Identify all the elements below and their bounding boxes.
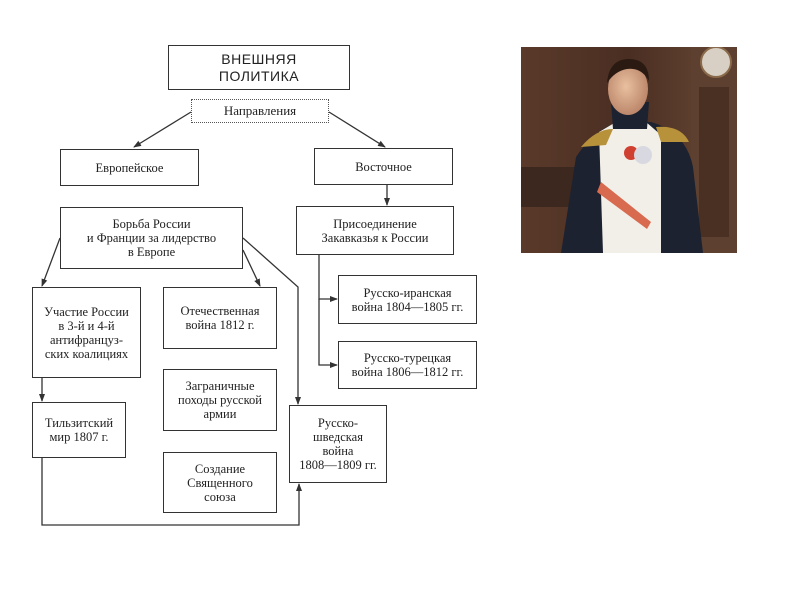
arrow-to-coalitions — [41, 237, 61, 287]
arrow-to-turkish-war — [318, 299, 338, 368]
swedish-war-box: Русско- шведская война 1808—1809 гг. — [289, 405, 387, 483]
transcaucasia-annexation-box: Присоединение Закавказья к России — [296, 206, 454, 255]
arrow-to-iranian-war — [318, 255, 338, 302]
directions-label: Направления — [191, 99, 329, 123]
napoleon-portrait — [521, 47, 737, 253]
arrow-to-swedish-war — [242, 237, 301, 405]
coalitions-box: Участие России в 3-й и 4-й антифранцуз- … — [32, 287, 141, 378]
clock-icon — [700, 47, 732, 78]
patriotic-war-box: Отечественная война 1812 г. — [163, 287, 277, 349]
arrow-to-patriotic-war — [242, 249, 261, 287]
european-direction-box: Европейское — [60, 149, 199, 186]
struggle-russia-france-box: Борьба России и Франции за лидерство в Е… — [60, 207, 243, 269]
arrow-to-european — [133, 111, 192, 148]
foreign-policy-title: ВНЕШНЯЯ ПОЛИТИКА — [168, 45, 350, 90]
eastern-direction-box: Восточное — [314, 148, 453, 185]
holy-alliance-box: Создание Священного союза — [163, 452, 277, 513]
foreign-campaigns-box: Заграничные походы русской армии — [163, 369, 277, 431]
tilsit-peace-box: Тильзитский мир 1807 г. — [32, 402, 126, 458]
turkish-war-box: Русско-турецкая война 1806—1812 гг. — [338, 341, 477, 389]
arrow-tilsit-to-swedish — [41, 458, 302, 526]
iranian-war-box: Русско-иранская война 1804—1805 гг. — [338, 275, 477, 324]
arrow-to-eastern — [328, 111, 386, 148]
